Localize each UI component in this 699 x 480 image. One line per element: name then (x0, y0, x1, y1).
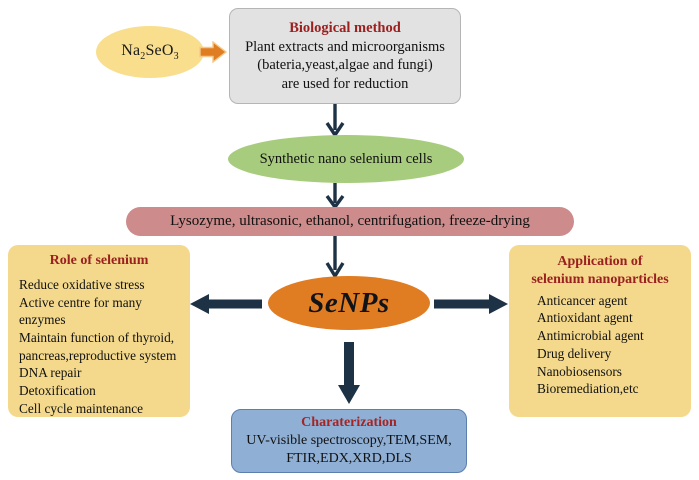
list-item: Detoxification (19, 383, 96, 399)
list-item: Active centre for many enzymes (19, 294, 142, 328)
application-title-line-2: selenium nanoparticles (531, 271, 669, 287)
list-item: Reduce oxidative stress (19, 277, 145, 292)
precursor-sub-2: 2 (140, 51, 146, 63)
characterization-box: Charaterization UV-visible spectroscopy,… (231, 409, 467, 473)
list-item: Bioremediation,etc (537, 381, 639, 397)
senps-to-role-arrow-icon (190, 292, 262, 321)
list-item: Maintain function of thyroid, (19, 330, 175, 346)
biological-method-line-2: (bateria,yeast,algae and fungi) (257, 57, 433, 74)
processing-steps-bar: Lysozyme, ultrasonic, ethanol, centrifug… (126, 207, 574, 236)
precursor-to-biological-arrow-icon (199, 40, 228, 68)
processing-steps-label: Lysozyme, ultrasonic, ethanol, centrifug… (170, 213, 530, 229)
list-item: Antimicrobial agent (537, 328, 644, 344)
list-item: Nanobiosensors (537, 363, 622, 379)
role-of-selenium-box: Role of selenium Reduce oxidative stress… (8, 245, 190, 417)
characterization-line-1: UV-visible spectroscopy,TEM,SEM, (246, 433, 452, 449)
precursor-sub-3: 3 (173, 51, 179, 63)
precursor-ellipse: Na2SeO3 (96, 26, 204, 78)
role-of-selenium-title: Role of selenium (49, 253, 149, 268)
application-box: Application of selenium nanoparticles An… (509, 245, 691, 417)
biological-method-box: Biological method Plant extracts and mic… (229, 8, 461, 104)
application-list: Anticancer agent Antioxidant agent Antim… (509, 292, 691, 398)
application-title-line-1: Application of (557, 254, 643, 269)
biological-method-title: Biological method (289, 20, 401, 37)
biological-method-line-1: Plant extracts and microorganisms (245, 39, 445, 56)
list-item: Drug delivery (537, 345, 612, 361)
list-item: Cell cycle maintenance (19, 400, 144, 416)
role-of-selenium-list: Reduce oxidative stress Active centre fo… (8, 276, 190, 417)
senps-label: SeNPs (308, 286, 390, 319)
senps-to-application-arrow-icon (434, 292, 508, 321)
application-title: Application of selenium nanoparticles (509, 253, 691, 289)
senps-ellipse: SeNPs (268, 276, 430, 330)
senps-to-characterization-arrow-icon (334, 342, 364, 409)
characterization-title: Charaterization (301, 414, 397, 430)
synthetic-nano-selenium-label: Synthetic nano selenium cells (259, 150, 433, 167)
list-item: Anticancer agent (537, 292, 628, 308)
biological-method-line-3: are used for reduction (281, 75, 409, 92)
precursor-label: Na2SeO3 (121, 41, 179, 63)
list-item: Antioxidant agent (537, 310, 633, 326)
characterization-line-2: FTIR,EDX,XRD,DLS (286, 450, 412, 466)
list-item: DNA repair (19, 365, 82, 381)
list-item: pancreas,reproductive system (19, 347, 177, 363)
synthetic-nano-selenium-ellipse: Synthetic nano selenium cells (228, 135, 464, 183)
